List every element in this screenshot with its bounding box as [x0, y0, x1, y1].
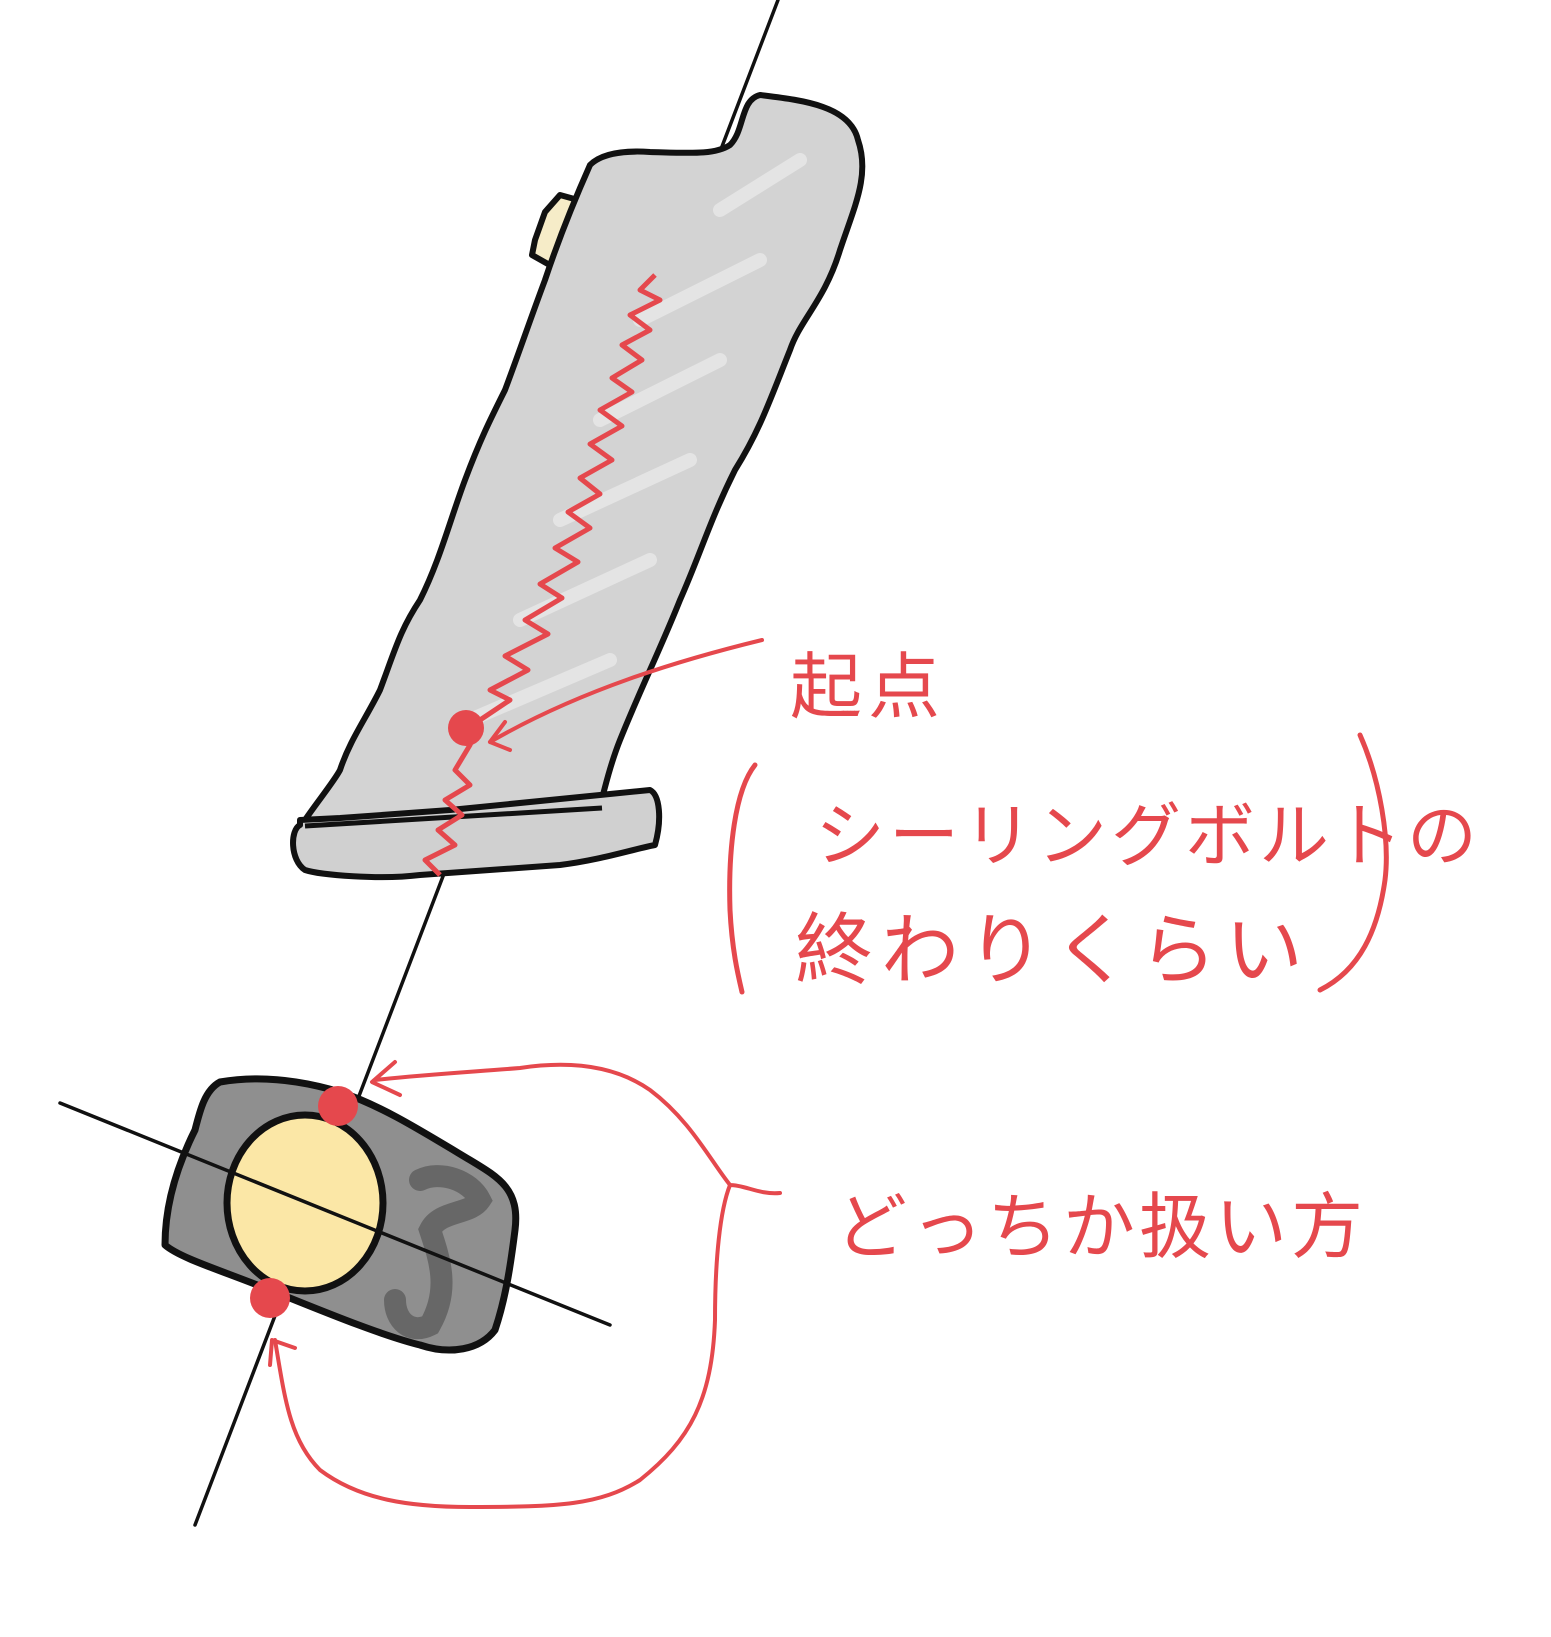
choice-arrow-bottom	[273, 1183, 732, 1510]
choice-arrow-bottom-head	[268, 1338, 297, 1367]
start-point-dot	[448, 710, 484, 746]
start-leader-line	[488, 638, 764, 744]
note-line-2: 終わりくらい	[795, 906, 1312, 996]
start-leader-arrowhead	[488, 720, 512, 752]
start-point-label: 起点	[790, 645, 947, 729]
note-close-paren	[1317, 732, 1389, 993]
choice-arrow-top-head	[370, 1060, 402, 1097]
note-line-1: シーリングボルトの	[815, 795, 1481, 877]
red-zigzag	[422, 273, 663, 877]
flange-divider	[304, 805, 603, 829]
block-smudge	[384, 1165, 493, 1340]
hole-bottom-point	[250, 1278, 290, 1318]
cross-line	[58, 1101, 612, 1327]
note-open-paren	[727, 762, 758, 995]
choice-label: どっちか扱い方	[835, 1185, 1368, 1269]
marker-texture	[463, 153, 807, 727]
hole-top-point	[318, 1086, 358, 1126]
upper-part	[302, 92, 866, 823]
